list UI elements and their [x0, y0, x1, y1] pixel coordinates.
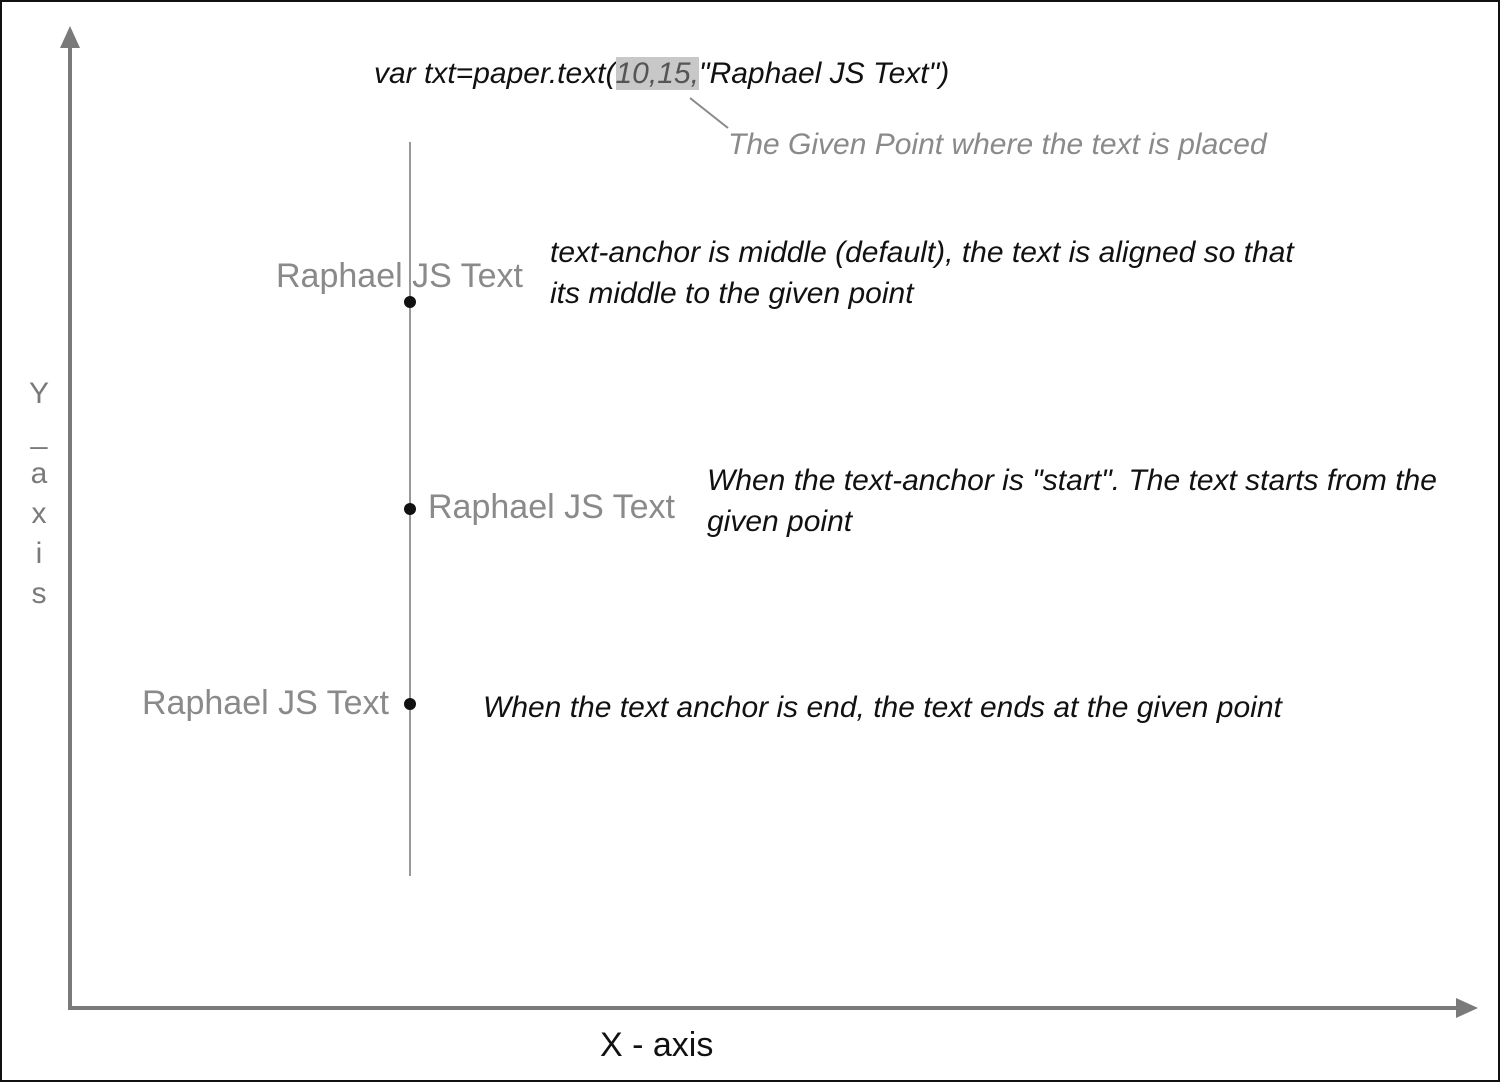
- given-point-dot-end: [404, 698, 416, 710]
- given-point-label: The Given Point where the text is placed: [728, 128, 1267, 161]
- code-suffix: "Raphael JS Text"): [698, 57, 950, 90]
- annotation-end: When the text anchor is end, the text en…: [483, 691, 1282, 724]
- x-axis-arrow-icon: [1456, 998, 1478, 1018]
- code-snippet: var txt=paper.text(10,15,"Raphael JS Tex…: [374, 57, 949, 91]
- given-point-dot-middle: [404, 296, 416, 308]
- y-axis-arrow-icon: [60, 26, 80, 48]
- y-axis-letter: i: [35, 537, 43, 570]
- sample-text-middle: Raphael JS Text: [276, 257, 523, 295]
- y-axis-letter: x: [31, 497, 47, 530]
- y-axis-letter: _: [30, 417, 48, 450]
- y-axis-label: Y _ a x i s: [26, 374, 52, 614]
- sample-text-start: Raphael JS Text: [428, 488, 675, 526]
- given-point-dot-start: [404, 503, 416, 515]
- y-axis-letter: s: [31, 577, 47, 610]
- code-prefix: var txt=paper.text(: [374, 57, 616, 90]
- given-point-leader-line: [689, 97, 729, 129]
- y-axis-letter: Y: [28, 377, 49, 410]
- code-coords-highlight: 10,15,: [615, 57, 699, 90]
- annotation-middle: text-anchor is middle (default), the tex…: [550, 236, 1294, 310]
- annotation-start: When the text-anchor is "start". The tex…: [707, 464, 1437, 538]
- x-axis-label: X - axis: [600, 1026, 714, 1064]
- y-axis-letter: a: [30, 457, 48, 490]
- sample-text-end: Raphael JS Text: [142, 684, 389, 722]
